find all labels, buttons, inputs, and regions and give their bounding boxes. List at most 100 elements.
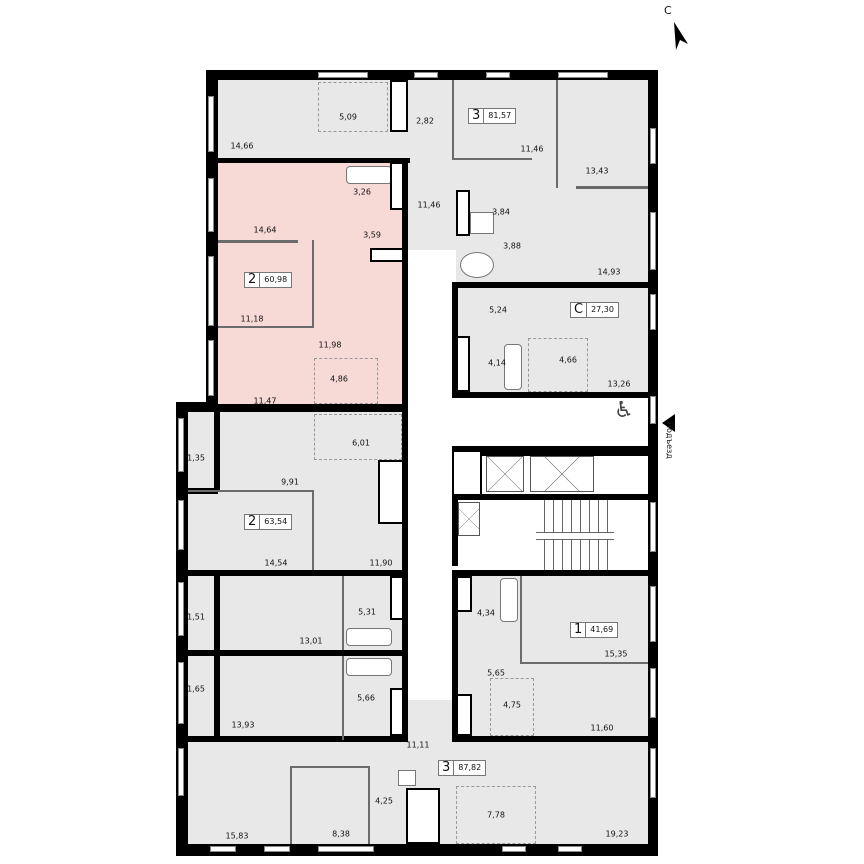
window [650, 502, 656, 552]
window [650, 586, 656, 642]
room-b-hall[interactable] [406, 700, 456, 744]
room-top-right-bed2[interactable] [532, 188, 648, 284]
apartment-rooms: 2 [245, 515, 261, 529]
partition [312, 490, 314, 570]
wall [452, 282, 458, 398]
window [208, 96, 214, 152]
room-area: 4,86 [330, 374, 348, 384]
apartment-tag[interactable]: С 27,30 [570, 302, 619, 318]
partition [312, 240, 314, 326]
wall [402, 158, 408, 408]
room-area: 4,66 [559, 355, 577, 365]
room-area: 11,46 [417, 200, 441, 210]
shaft [370, 248, 404, 262]
lift [486, 456, 524, 492]
shaft [390, 80, 408, 132]
shaft [456, 694, 472, 736]
wall [452, 570, 458, 740]
room-area: 4,34 [477, 608, 495, 618]
room-area: 3,26 [353, 187, 371, 197]
shower [470, 212, 494, 234]
shower [398, 770, 416, 786]
shaft [456, 576, 472, 612]
entrance-marker: Подъезд [662, 404, 702, 459]
wall [214, 576, 220, 650]
window [178, 582, 184, 636]
kitchen-zone [314, 358, 378, 404]
shaft [390, 688, 404, 736]
staircase [536, 500, 614, 570]
apartment-rooms: 3 [469, 109, 485, 123]
shaft [456, 190, 470, 236]
room-area: 1,35 [187, 453, 205, 463]
apartment-tag[interactable]: 1 41,69 [570, 622, 619, 638]
shaft [456, 336, 470, 392]
wall [214, 412, 220, 492]
window [650, 668, 656, 718]
wall-step [176, 402, 218, 412]
window [318, 72, 368, 78]
window [650, 396, 656, 424]
room-area: 11,60 [590, 723, 614, 733]
room-area: 4,75 [503, 700, 521, 710]
room-area: 3,88 [503, 241, 521, 251]
room-area: 14,64 [253, 225, 277, 235]
room-top-hall[interactable] [408, 160, 458, 250]
apt-1-area[interactable] [456, 576, 648, 736]
partition [342, 576, 344, 650]
wheelchair-icon: ♿ [614, 398, 634, 423]
room-top-apt3[interactable] [452, 80, 648, 188]
apartment-area: 63,54 [264, 517, 288, 526]
room-area: 1,65 [187, 684, 205, 694]
entrance-label: Подъезд [665, 422, 674, 459]
room-top-left-living[interactable] [218, 80, 454, 162]
wall-bottom [176, 844, 658, 856]
partition [218, 326, 314, 328]
wall [188, 570, 408, 576]
entrance-triangle-icon [662, 414, 675, 432]
apartment-rooms: 3 [439, 761, 455, 775]
partition [188, 490, 314, 492]
window [178, 662, 184, 724]
window [650, 128, 656, 164]
wall [452, 282, 648, 288]
apartment-tag[interactable]: 2 63,54 [244, 514, 293, 530]
wall [452, 392, 648, 398]
partition [556, 80, 558, 188]
partition [290, 766, 292, 844]
partition [452, 158, 532, 160]
bathtub [346, 658, 392, 676]
partition [520, 576, 522, 662]
shaft [406, 788, 440, 844]
partition [218, 240, 298, 243]
room-area: 11,18 [240, 314, 264, 324]
wall [188, 736, 408, 742]
apartment-rooms: С [571, 303, 588, 317]
apartment-tag[interactable]: 3 81,57 [468, 108, 517, 124]
window [210, 846, 236, 852]
bathtub [346, 166, 392, 184]
room-area: 4,25 [375, 796, 393, 806]
room-area: 14,93 [597, 267, 621, 277]
room-area: 11,11 [406, 740, 430, 750]
apartment-tag-highlighted[interactable]: 2 60,98 [244, 272, 293, 288]
window [208, 256, 214, 326]
wall [218, 158, 410, 163]
apartment-area: 27,30 [591, 305, 614, 314]
kitchen-zone [490, 678, 534, 736]
wall [188, 650, 408, 656]
apartment-tag[interactable]: 3 87,82 [438, 760, 487, 776]
corridor[interactable] [408, 250, 456, 700]
apartment-area: 41,69 [590, 625, 614, 634]
wall [452, 494, 648, 500]
corner-bath [460, 252, 494, 278]
partition [368, 766, 370, 844]
apt-2-middle-area[interactable] [188, 412, 406, 572]
room-area: 9,91 [281, 477, 299, 487]
partition [452, 80, 454, 158]
lobby[interactable] [456, 396, 648, 448]
north-arrow-icon [674, 22, 688, 50]
wall-right [648, 70, 658, 856]
technical-room [604, 456, 648, 494]
